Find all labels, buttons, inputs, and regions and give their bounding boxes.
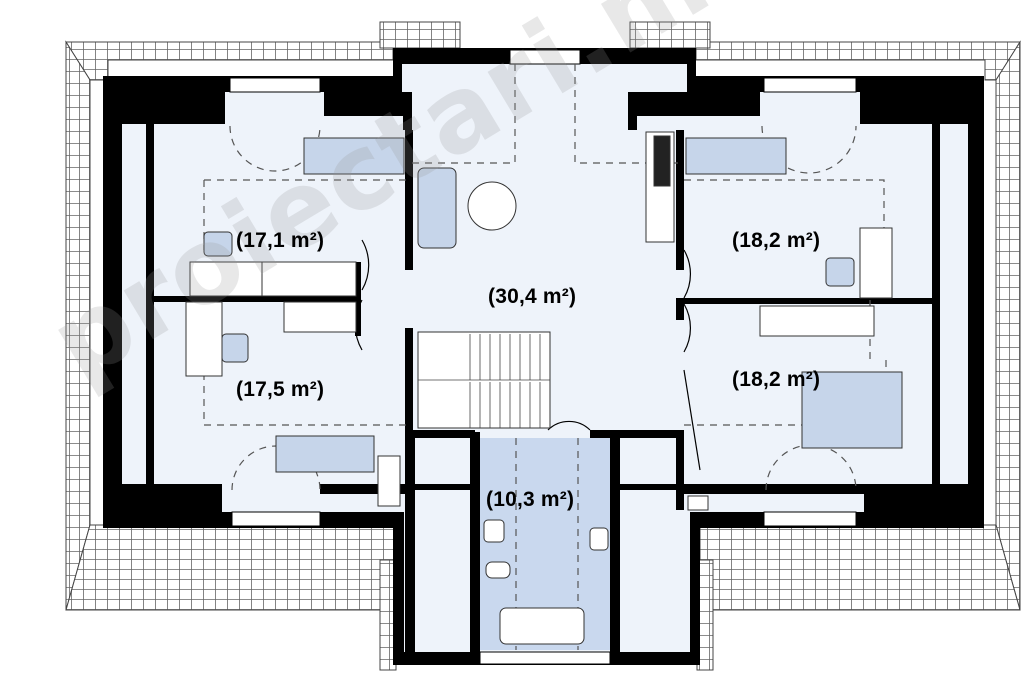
room-area-nw: (17,1 m²) [236,229,325,252]
furniture [185,131,903,645]
bed-se [801,371,903,449]
sofa [417,167,457,249]
room-area-ne: (18,2 m²) [732,229,821,252]
bed-ne [685,137,787,175]
round-table [467,181,517,231]
stair-treads [418,334,550,428]
windows [229,49,857,665]
bed-nw [303,137,405,175]
interior-walls [122,92,968,652]
room-area-sw: (17,5 m²) [236,378,325,401]
room-area-bathroom: (10,3 m²) [486,488,575,511]
bed-sw [275,435,375,473]
room-area-se: (18,2 m²) [732,368,821,391]
roof-eaves [65,21,1021,671]
room-area-hall: (30,4 m²) [488,285,577,308]
doors [354,239,701,471]
